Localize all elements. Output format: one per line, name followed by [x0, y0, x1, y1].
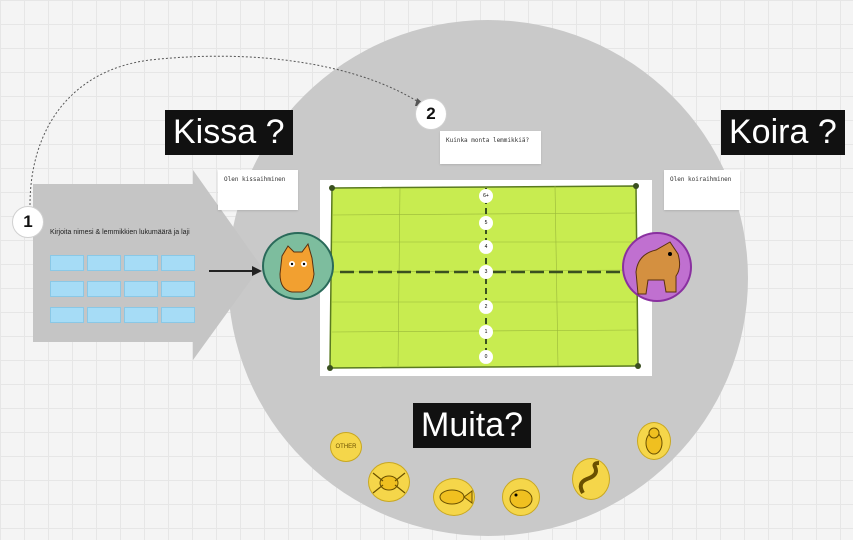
- sticky-note[interactable]: [50, 255, 84, 271]
- scale-poster[interactable]: 6+ 5 4 3 2 1 0: [320, 180, 652, 376]
- sticky-note[interactable]: [50, 307, 84, 323]
- snake-icon[interactable]: [572, 458, 610, 500]
- hamster-icon[interactable]: [502, 478, 540, 516]
- other-token[interactable]: OTHER: [330, 432, 362, 462]
- how-many-card[interactable]: Kuinka monta lemmikkiä?: [440, 131, 541, 164]
- tick-label[interactable]: 5: [479, 216, 493, 230]
- sticky-note[interactable]: [87, 255, 121, 271]
- cat-icon[interactable]: [262, 232, 334, 300]
- fish-icon[interactable]: [433, 478, 475, 516]
- sticky-notes-grid: [50, 255, 195, 323]
- tick-label[interactable]: 3: [479, 265, 493, 279]
- dog-person-card[interactable]: Olen koiraihminen: [664, 170, 740, 210]
- sticky-note[interactable]: [50, 281, 84, 297]
- cat-person-card[interactable]: Olen kissaihminen: [218, 170, 298, 210]
- cat-label[interactable]: Kissa ?: [165, 110, 293, 155]
- spider-icon[interactable]: [368, 462, 410, 502]
- sticky-note[interactable]: [161, 255, 195, 271]
- tick-label[interactable]: 1: [479, 325, 493, 339]
- sticky-note[interactable]: [124, 281, 158, 297]
- sticky-note[interactable]: [124, 255, 158, 271]
- other-token-label: OTHER: [335, 444, 357, 450]
- sticky-note[interactable]: [124, 307, 158, 323]
- step-1-badge: 1: [12, 206, 44, 238]
- tick-label[interactable]: 2: [479, 300, 493, 314]
- tick-label[interactable]: 4: [479, 240, 493, 254]
- step-2-badge: 2: [415, 98, 447, 130]
- tick-label[interactable]: 0: [479, 350, 493, 364]
- sticky-note[interactable]: [87, 281, 121, 297]
- instruction-text: Kirjoita nimesi & lemmikkien lukumäärä j…: [50, 229, 190, 236]
- bird-icon[interactable]: [637, 422, 671, 460]
- sticky-note[interactable]: [87, 307, 121, 323]
- other-label[interactable]: Muita?: [413, 403, 532, 448]
- dog-label[interactable]: Koira ?: [721, 110, 845, 155]
- sticky-note[interactable]: [161, 281, 195, 297]
- dog-icon[interactable]: [622, 232, 692, 302]
- tick-label[interactable]: 6+: [479, 189, 493, 203]
- sticky-note[interactable]: [161, 307, 195, 323]
